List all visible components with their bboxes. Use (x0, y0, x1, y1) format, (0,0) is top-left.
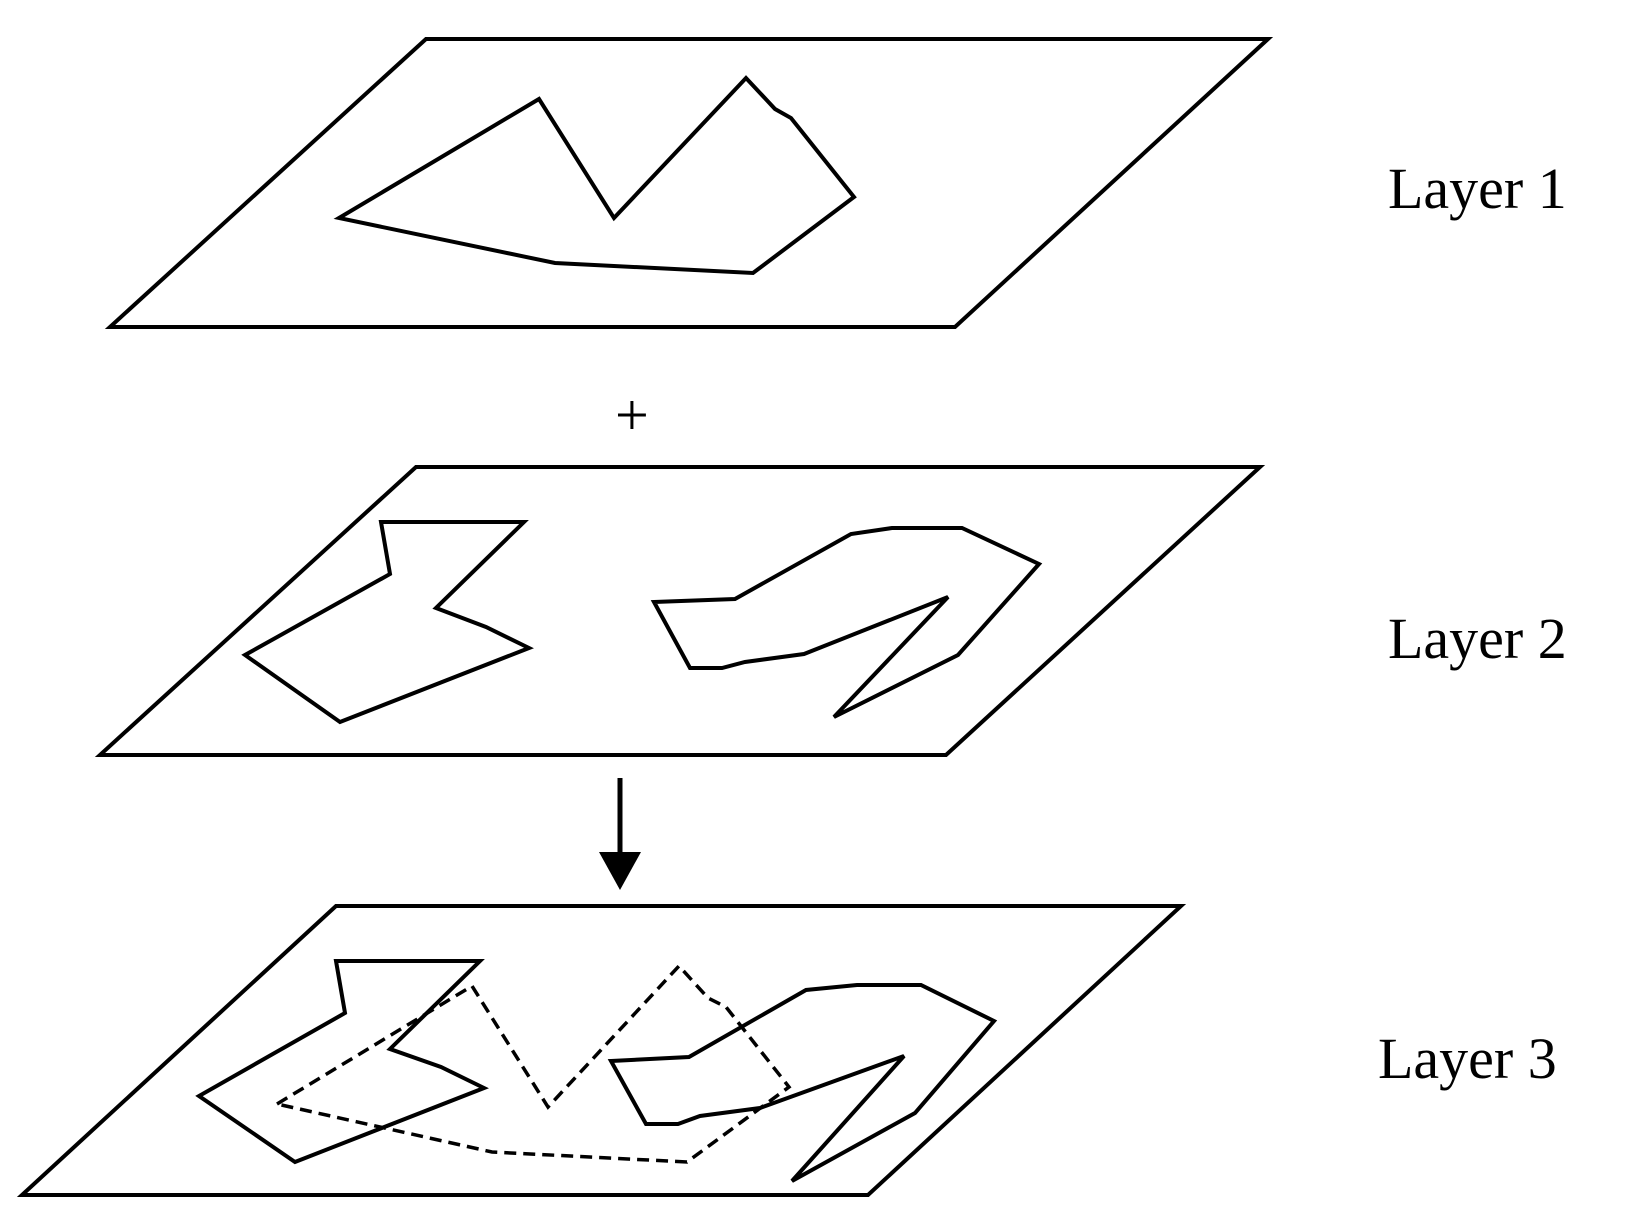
layer-2-polygon-left (241, 520, 534, 725)
layer-2-label: Layer 2 (1388, 606, 1567, 671)
layer-3-label: Layer 3 (1378, 1026, 1557, 1091)
down-arrow-icon (599, 778, 641, 890)
layer-2-group (94, 465, 1266, 757)
layer-1-group (104, 37, 1274, 329)
plus-operator: + (615, 382, 649, 448)
layer-3-polygon-right (607, 983, 998, 1183)
layer-1-polygon (333, 75, 857, 276)
layer-3-overlay-dashed-polygon (272, 963, 792, 1164)
layer-1-plane (104, 37, 1274, 329)
layer-1-label: Layer 1 (1388, 156, 1567, 221)
layer-3-polygon-left (195, 959, 489, 1165)
layer-3-group (16, 904, 1187, 1197)
layer-2-plane (94, 465, 1266, 757)
layer-2-polygon-right (650, 526, 1043, 719)
